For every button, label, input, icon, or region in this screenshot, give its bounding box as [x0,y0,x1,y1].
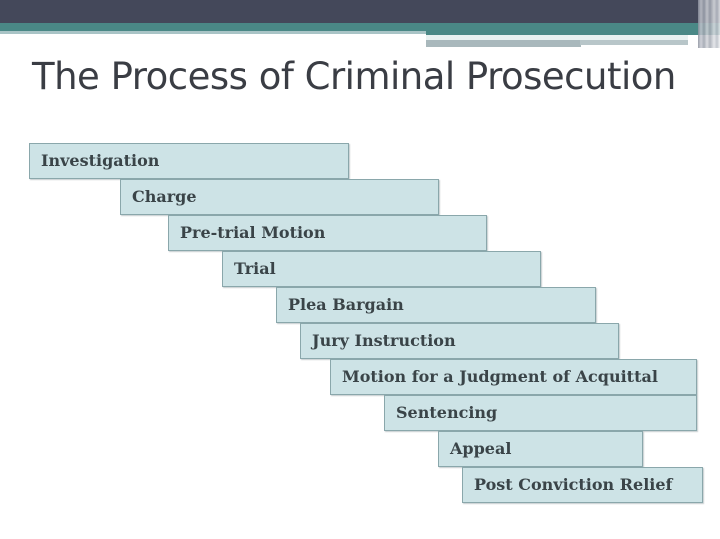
step-jury-instruction: Jury Instruction [300,323,619,359]
header-grey-strip-right [426,40,581,47]
step-pre-trial-motion: Pre-trial Motion [168,215,487,251]
step-appeal: Appeal [438,431,643,467]
header-light-strip-right [426,35,688,40]
header-dark-bar [0,0,720,24]
step-sentencing: Sentencing [384,395,697,431]
header-teal-fade-left [0,31,428,34]
step-trial: Trial [222,251,541,287]
step-investigation: Investigation [29,143,349,179]
step-plea-bargain: Plea Bargain [276,287,596,323]
step-charge: Charge [120,179,439,215]
header-teal-bar-left [0,23,428,31]
step-motion-for-judgment-of-acquittal: Motion for a Judgment of Acquittal [330,359,697,395]
slide-title: The Process of Criminal Prosecution [32,55,676,98]
header-edge-stripes [698,0,720,48]
header-grey-strip-right-2 [580,40,688,45]
step-post-conviction-relief: Post Conviction Relief [462,467,703,503]
header-teal-bar-right [426,23,720,35]
